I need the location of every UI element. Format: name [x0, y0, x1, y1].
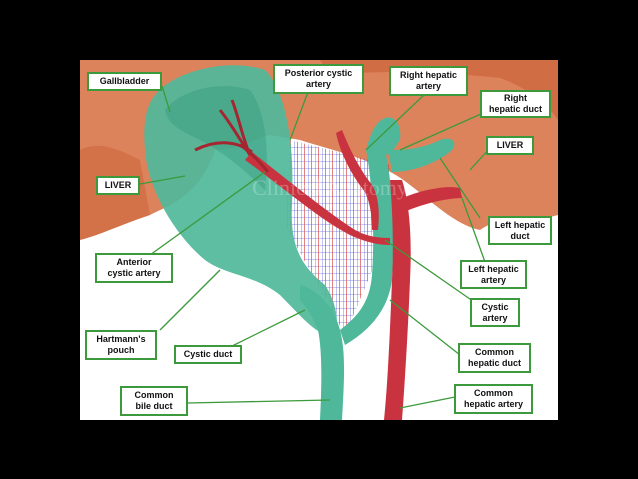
- label-common-hepatic-artery: Common hepatic artery: [454, 384, 533, 414]
- right-hepatic-duct-shape: [366, 117, 401, 155]
- common-hepatic-duct-shape: [340, 150, 394, 345]
- label-posterior-cystic-artery: Posterior cystic artery: [273, 64, 364, 94]
- common-hepatic-artery-shape: [384, 180, 411, 420]
- label-cystic-duct: Cystic duct: [174, 345, 242, 364]
- label-gallbladder: Gallbladder: [87, 72, 162, 91]
- label-left-hepatic-artery: Left hepatic artery: [460, 260, 527, 289]
- label-cystic-artery: Cystic artery: [470, 298, 520, 327]
- label-common-bile-duct: Common bile duct: [120, 386, 188, 416]
- label-right-hepatic-duct: Right hepatic duct: [480, 90, 551, 118]
- left-hepatic-artery-shape: [398, 187, 462, 212]
- cystic-artery-shape: [245, 152, 390, 245]
- label-liver-left: LIVER: [96, 176, 140, 195]
- label-anterior-cystic-artery: Anterior cystic artery: [95, 253, 173, 283]
- label-left-hepatic-duct: Left hepatic duct: [488, 216, 552, 245]
- left-hepatic-duct-shape: [388, 138, 455, 172]
- label-common-hepatic-duct: Common hepatic duct: [458, 343, 531, 373]
- cystic-duct-shape: [300, 285, 345, 420]
- right-hepatic-artery-shape: [336, 130, 379, 230]
- label-hartmanns-pouch: Hartmann's pouch: [85, 330, 157, 360]
- label-liver-right: LIVER: [486, 136, 534, 155]
- watermark: Clinical Anatomy: [252, 175, 408, 200]
- label-right-hepatic-artery: Right hepatic artery: [389, 66, 468, 96]
